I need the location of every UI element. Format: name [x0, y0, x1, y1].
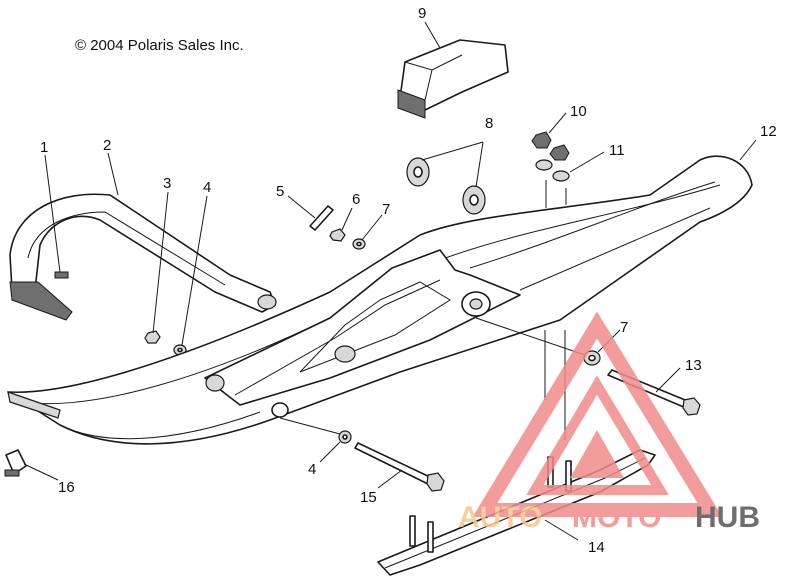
watermark-moto: MOTO	[572, 501, 661, 534]
part-7-washer-upper	[352, 238, 366, 250]
callout-1: 1	[40, 139, 48, 156]
part-8-washers	[406, 157, 486, 215]
callout-15: 15	[360, 489, 377, 506]
part-12-ski	[7, 155, 753, 445]
copyright-text: © 2004 Polaris Sales Inc.	[75, 37, 244, 54]
part-2-handle	[9, 193, 277, 321]
callout-4-lower: 4	[308, 461, 316, 478]
callout-labels: 1 2 3 4 4 5 6 7 7 8 9 10 11 12 13 14 15 …	[40, 5, 777, 556]
part-5-pin	[309, 205, 334, 231]
callout-10: 10	[570, 103, 587, 120]
watermark-logo-icon	[472, 311, 723, 517]
callout-2: 2	[103, 137, 111, 154]
part-6-nut	[329, 228, 346, 242]
part-9-pad	[397, 39, 509, 119]
callout-7-upper: 7	[382, 201, 390, 218]
callout-3: 3	[163, 175, 171, 192]
callout-9: 9	[418, 5, 426, 22]
part-15-bolt	[354, 442, 445, 492]
watermark-auto: AUTO	[458, 501, 542, 534]
callout-7-lower: 7	[620, 319, 628, 336]
part-7-washer-lower	[583, 350, 601, 366]
part-1-clip	[54, 271, 69, 279]
callout-6: 6	[352, 191, 360, 208]
watermark: AUTO MOTO HUB	[458, 311, 760, 534]
callout-4-upper: 4	[203, 179, 211, 196]
callout-12: 12	[760, 123, 777, 140]
watermark-hub: HUB	[695, 501, 760, 534]
callout-5: 5	[276, 183, 284, 200]
leader-lines	[23, 21, 757, 541]
part-16-clip	[4, 449, 27, 477]
callout-11: 11	[609, 142, 625, 159]
part-4-washer-lower	[338, 430, 352, 444]
callout-14: 14	[588, 539, 605, 556]
callout-16: 16	[58, 479, 75, 496]
callout-13: 13	[685, 357, 702, 374]
part-10-nut	[531, 131, 570, 161]
part-4-washer-upper	[173, 344, 187, 356]
part-3-nut	[144, 330, 161, 344]
part-11-washer	[535, 159, 570, 182]
callout-8: 8	[485, 115, 493, 132]
